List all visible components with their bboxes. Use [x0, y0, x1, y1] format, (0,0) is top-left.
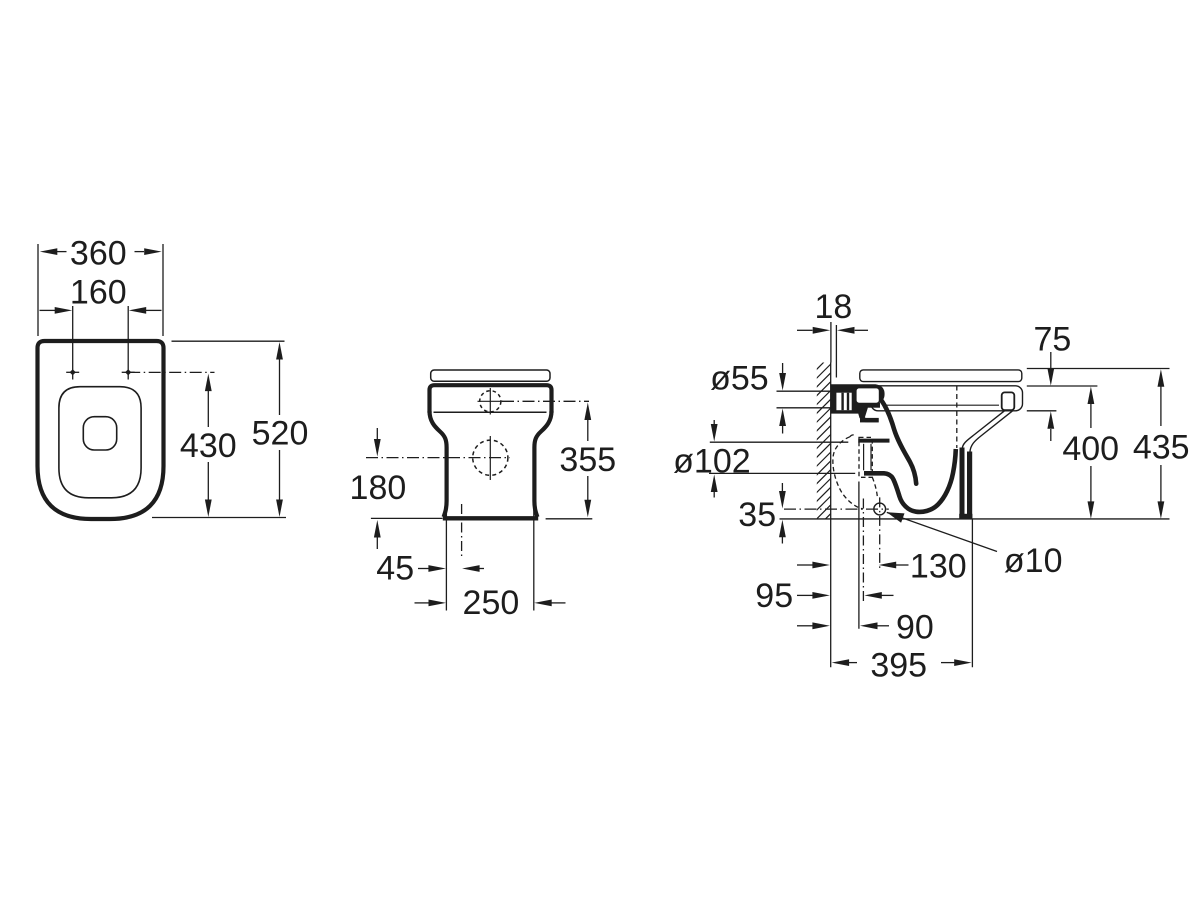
svg-text:355: 355 — [559, 441, 616, 479]
svg-text:75: 75 — [1033, 320, 1071, 358]
svg-text:430: 430 — [180, 427, 237, 465]
svg-text:95: 95 — [755, 577, 793, 615]
svg-text:130: 130 — [910, 547, 967, 585]
svg-text:ø55: ø55 — [710, 360, 769, 398]
svg-text:45: 45 — [376, 550, 414, 588]
svg-text:90: 90 — [896, 609, 934, 647]
svg-text:160: 160 — [70, 273, 127, 311]
svg-text:250: 250 — [463, 584, 520, 622]
svg-text:180: 180 — [350, 469, 407, 507]
svg-text:400: 400 — [1062, 430, 1119, 468]
svg-text:ø102: ø102 — [673, 443, 751, 481]
svg-text:ø10: ø10 — [1004, 542, 1063, 580]
svg-text:520: 520 — [252, 415, 309, 453]
svg-text:435: 435 — [1133, 428, 1190, 466]
svg-text:18: 18 — [814, 288, 852, 326]
svg-text:395: 395 — [870, 647, 927, 685]
svg-text:35: 35 — [738, 496, 776, 534]
svg-text:360: 360 — [70, 235, 127, 273]
